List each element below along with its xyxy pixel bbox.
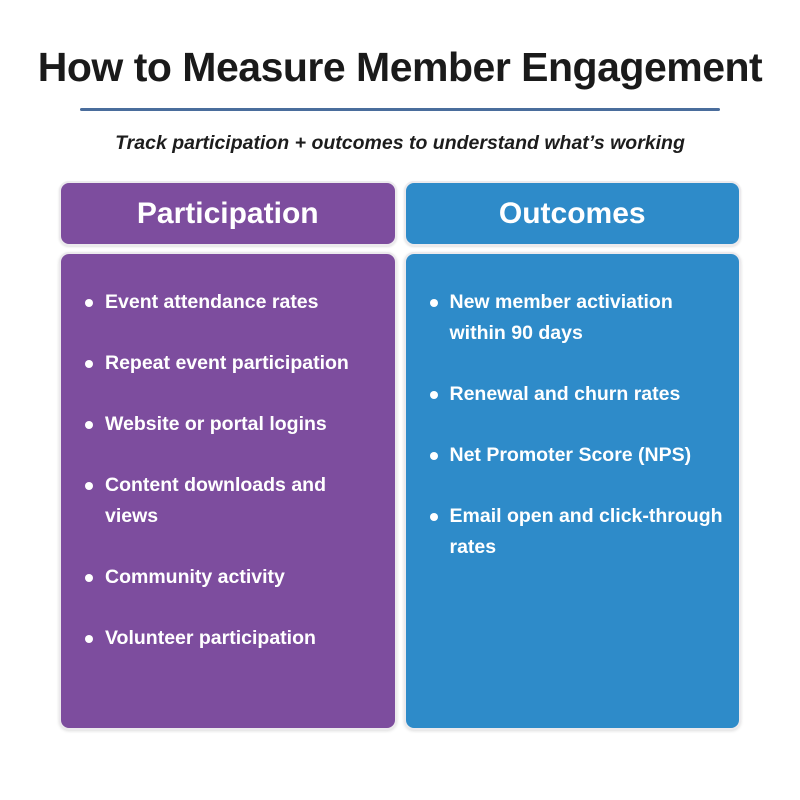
column-header-participation: Participation xyxy=(59,181,397,246)
column-outcomes: Outcomes New member activiation within 9… xyxy=(403,181,741,730)
list-item: Volunteer participation xyxy=(85,623,391,654)
column-header-outcomes: Outcomes xyxy=(403,181,741,246)
page-subtitle: Track participation + outcomes to unders… xyxy=(115,132,685,154)
list-item: Website or portal logins xyxy=(85,409,391,440)
list-item: Event attendance rates xyxy=(85,287,391,318)
title-divider xyxy=(80,108,720,111)
list-item: Email open and click-through rates xyxy=(429,501,736,563)
page-title: How to Measure Member Engagement xyxy=(37,44,763,90)
list-item: Community activity xyxy=(85,562,391,593)
list-item: Net Promoter Score (NPS) xyxy=(429,440,736,471)
list-item: New member activiation within 90 days xyxy=(429,287,736,349)
list-item: Content downloads and views xyxy=(85,470,391,532)
list-item: Renewal and churn rates xyxy=(429,379,736,410)
list-item: Repeat event participation xyxy=(85,348,391,379)
